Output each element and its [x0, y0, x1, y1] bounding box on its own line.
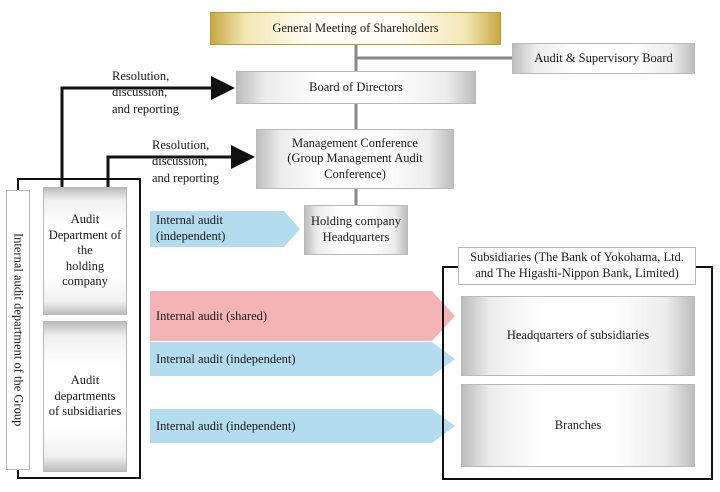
hq-subsidiaries-box: Headquarters of subsidiaries	[461, 296, 695, 376]
management-conference-box: Management Conference(Group Management A…	[256, 129, 454, 189]
arrow-subs-independent-branches-label: Internal audit (independent)	[156, 418, 296, 433]
reporting-label-2: Resolution,discussion,and reporting	[152, 138, 219, 185]
arrow-shared	[150, 291, 455, 341]
arrow-holding-independent	[150, 211, 300, 247]
arrow-subs-independent-branches	[150, 409, 455, 443]
subsidiaries-title-box: Subsidiaries (The Bank of Yokohama, Ltd.…	[458, 247, 696, 285]
arrow-shared-label: Internal audit (shared)	[156, 308, 268, 323]
reporting-arrow-1	[60, 76, 235, 190]
arrow-holding-independent-label: Internal audit(independent)	[156, 213, 226, 243]
branches-box: Branches	[461, 384, 695, 467]
audit-board-box: Audit & Supervisory Board	[512, 43, 695, 74]
board-of-directors-box: Board of Directors	[236, 71, 476, 104]
arrow-subs-independent-hq	[150, 342, 455, 376]
reporting-label-1: Resolution,discussion,and reporting	[112, 69, 179, 116]
internal-audit-group-label: Internal audit department of the Group	[6, 190, 30, 470]
arrow-subs-independent-hq-label: Internal audit (independent)	[156, 351, 296, 366]
general-meeting-box: General Meeting of Shareholders	[210, 12, 501, 45]
